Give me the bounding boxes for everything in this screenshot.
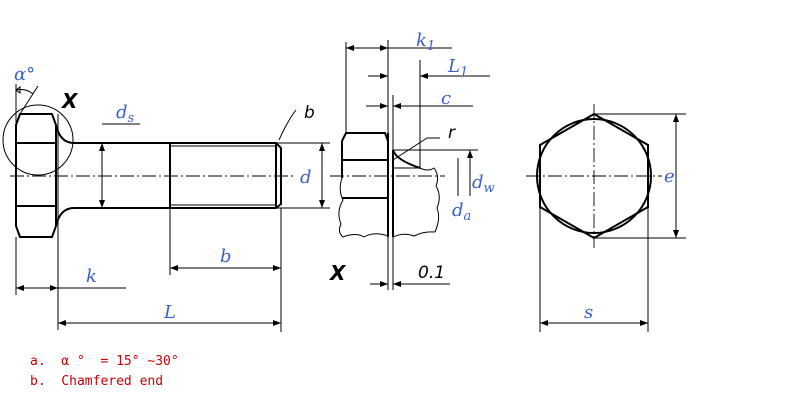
detail-x-title: X [328, 261, 347, 285]
c-label: c [441, 88, 451, 109]
r-label: r [448, 123, 456, 143]
e-label: e [664, 166, 675, 187]
dw-label: dw [472, 172, 495, 196]
L1-label: L1 [447, 56, 468, 80]
da-label: da [452, 200, 471, 224]
detail-x-label: X [60, 89, 79, 113]
k-label: k [86, 266, 97, 287]
detail-x-view [330, 40, 490, 290]
detail-circle [2, 104, 74, 176]
L-label: L [163, 302, 176, 323]
note-b: b. Chamfered end [30, 374, 164, 389]
bolt-shank [74, 142, 282, 209]
note-a: a. α ° = 15° ~30° [30, 354, 179, 369]
notes: a. α ° = 15° ~30° b. Chamfered end [30, 352, 179, 392]
end-view [526, 104, 686, 332]
s-label: s [584, 302, 593, 323]
d-label: d [300, 167, 312, 188]
tolerance-label: 0.1 [418, 263, 445, 283]
ds-label: ds [116, 102, 135, 126]
alpha-label: α° [14, 64, 35, 85]
side-view [2, 84, 330, 332]
b-label: b [220, 246, 232, 267]
chamfer-b-label: b [304, 103, 315, 123]
k1-label: k1 [416, 30, 435, 54]
bolt-head [15, 113, 57, 238]
